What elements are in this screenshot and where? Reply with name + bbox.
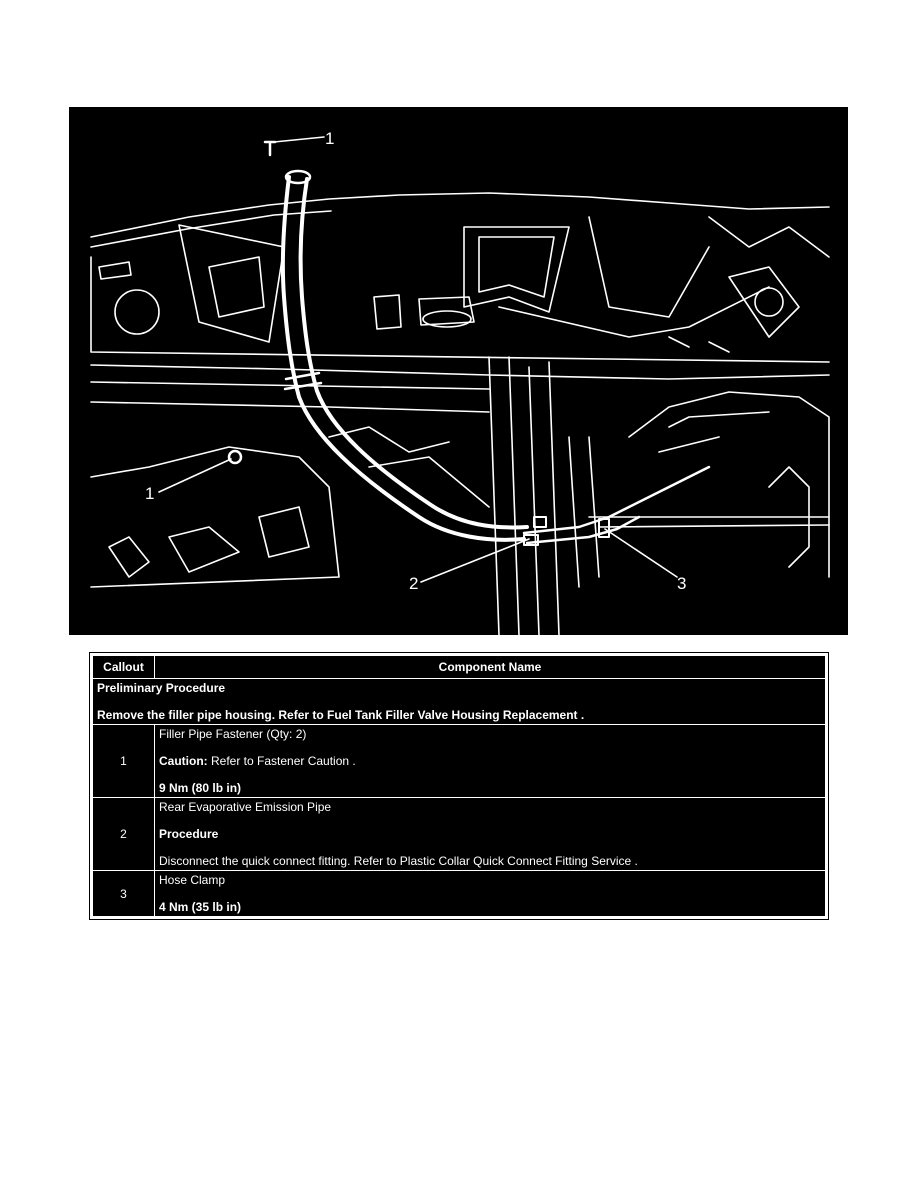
table-row: 1 Filler Pipe Fastener (Qty: 2) Caution:… bbox=[92, 724, 826, 798]
table-header-row: Callout Component Name bbox=[92, 655, 826, 679]
component-name: Hose Clamp bbox=[159, 873, 226, 887]
caution-text: Refer to Fastener Caution . bbox=[207, 754, 356, 768]
callout-label-1-left: 1 bbox=[145, 484, 154, 503]
header-component-name: Component Name bbox=[154, 655, 826, 679]
row-callout: 3 bbox=[92, 870, 155, 917]
component-illustration: 1 1 2 3 bbox=[69, 107, 848, 635]
table-row: 2 Rear Evaporative Emission Pipe Procedu… bbox=[92, 797, 826, 871]
procedure-label: Procedure bbox=[159, 827, 219, 841]
row-callout: 2 bbox=[92, 797, 155, 871]
fuel-filler-line-drawing: 1 1 2 3 bbox=[90, 129, 830, 635]
preliminary-heading: Preliminary Procedure bbox=[97, 681, 226, 695]
component-name: Filler Pipe Fastener (Qty: 2) bbox=[159, 727, 307, 741]
component-name: Rear Evaporative Emission Pipe bbox=[159, 800, 332, 814]
row-callout: 1 bbox=[92, 724, 155, 798]
caution-label: Caution: bbox=[159, 754, 208, 768]
torque-spec: 4 Nm (35 lb in) bbox=[159, 900, 242, 914]
caution-line: Caution: Refer to Fastener Caution . bbox=[159, 754, 821, 768]
callout-label-3: 3 bbox=[677, 574, 686, 593]
callout-label-2: 2 bbox=[409, 574, 418, 593]
procedure-text: Disconnect the quick connect fitting. Re… bbox=[159, 854, 638, 868]
torque-spec: 9 Nm (80 lb in) bbox=[159, 781, 242, 795]
component-table: Callout Component Name Preliminary Proce… bbox=[89, 652, 829, 920]
callout-label-1-top: 1 bbox=[325, 129, 334, 148]
header-callout: Callout bbox=[92, 655, 155, 679]
table-row: 3 Hose Clamp 4 Nm (35 lb in) bbox=[92, 870, 826, 917]
preliminary-procedure-row: Preliminary Procedure Remove the filler … bbox=[92, 678, 826, 725]
preliminary-instruction: Remove the filler pipe housing. Refer to… bbox=[97, 708, 585, 722]
